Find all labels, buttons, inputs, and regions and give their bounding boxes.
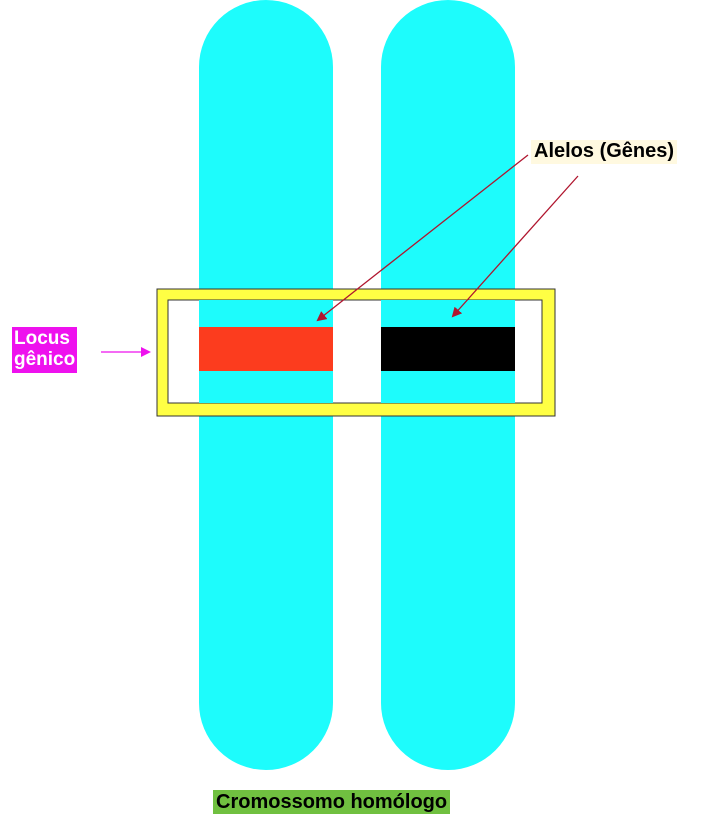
locus-label: Locus gênico xyxy=(12,327,78,373)
allele-arrow-left xyxy=(316,154,529,322)
alleles-label: Alelos (Gênes) xyxy=(531,140,678,165)
allele-left xyxy=(199,327,333,371)
allele-right xyxy=(381,327,515,371)
allele-arrow-right xyxy=(451,175,579,318)
locus-label-line2: gênico xyxy=(14,349,76,371)
diagram-caption: Cromossomo homólogo xyxy=(213,790,451,815)
locus-label-line1: Locus xyxy=(14,328,70,349)
